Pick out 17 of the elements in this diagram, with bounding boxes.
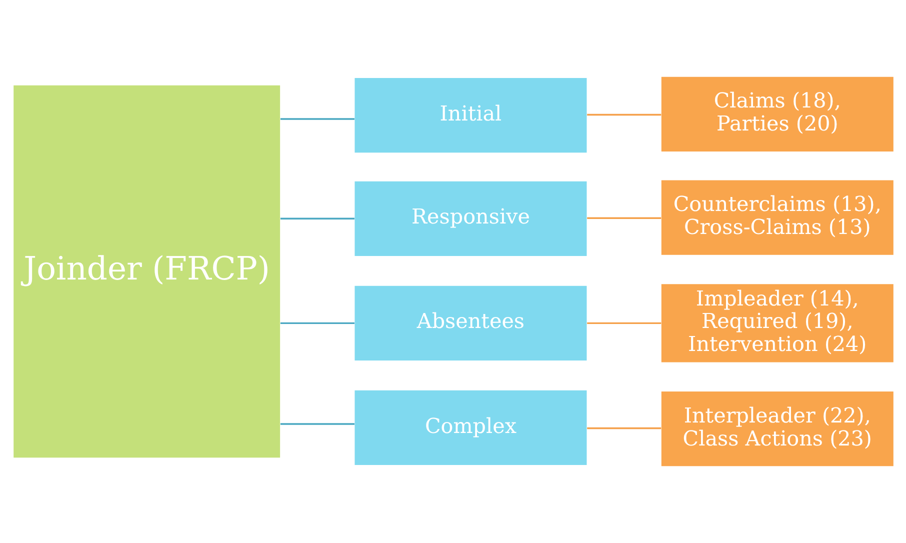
connector <box>586 114 661 116</box>
connector <box>586 217 661 219</box>
node-box: Claims (18), Parties (20) <box>660 76 893 152</box>
node-box: Counterclaims (13), Cross-Claims (13) <box>660 180 893 255</box>
node-box: Joinder (FRCP) <box>13 85 280 458</box>
node-box: Initial <box>354 78 586 153</box>
connector <box>280 322 354 324</box>
connector <box>280 118 354 120</box>
node-box: Complex <box>354 390 586 466</box>
node-box: Responsive <box>354 181 586 256</box>
connector <box>586 322 661 324</box>
connector <box>586 427 661 430</box>
node-box: Absentees <box>354 286 586 361</box>
connector <box>280 218 354 220</box>
connector <box>280 423 354 425</box>
node-box: Interpleader (22), Class Actions (23) <box>660 392 893 466</box>
node-box: Impleader (14), Required (19), Intervention (24) <box>660 284 893 362</box>
